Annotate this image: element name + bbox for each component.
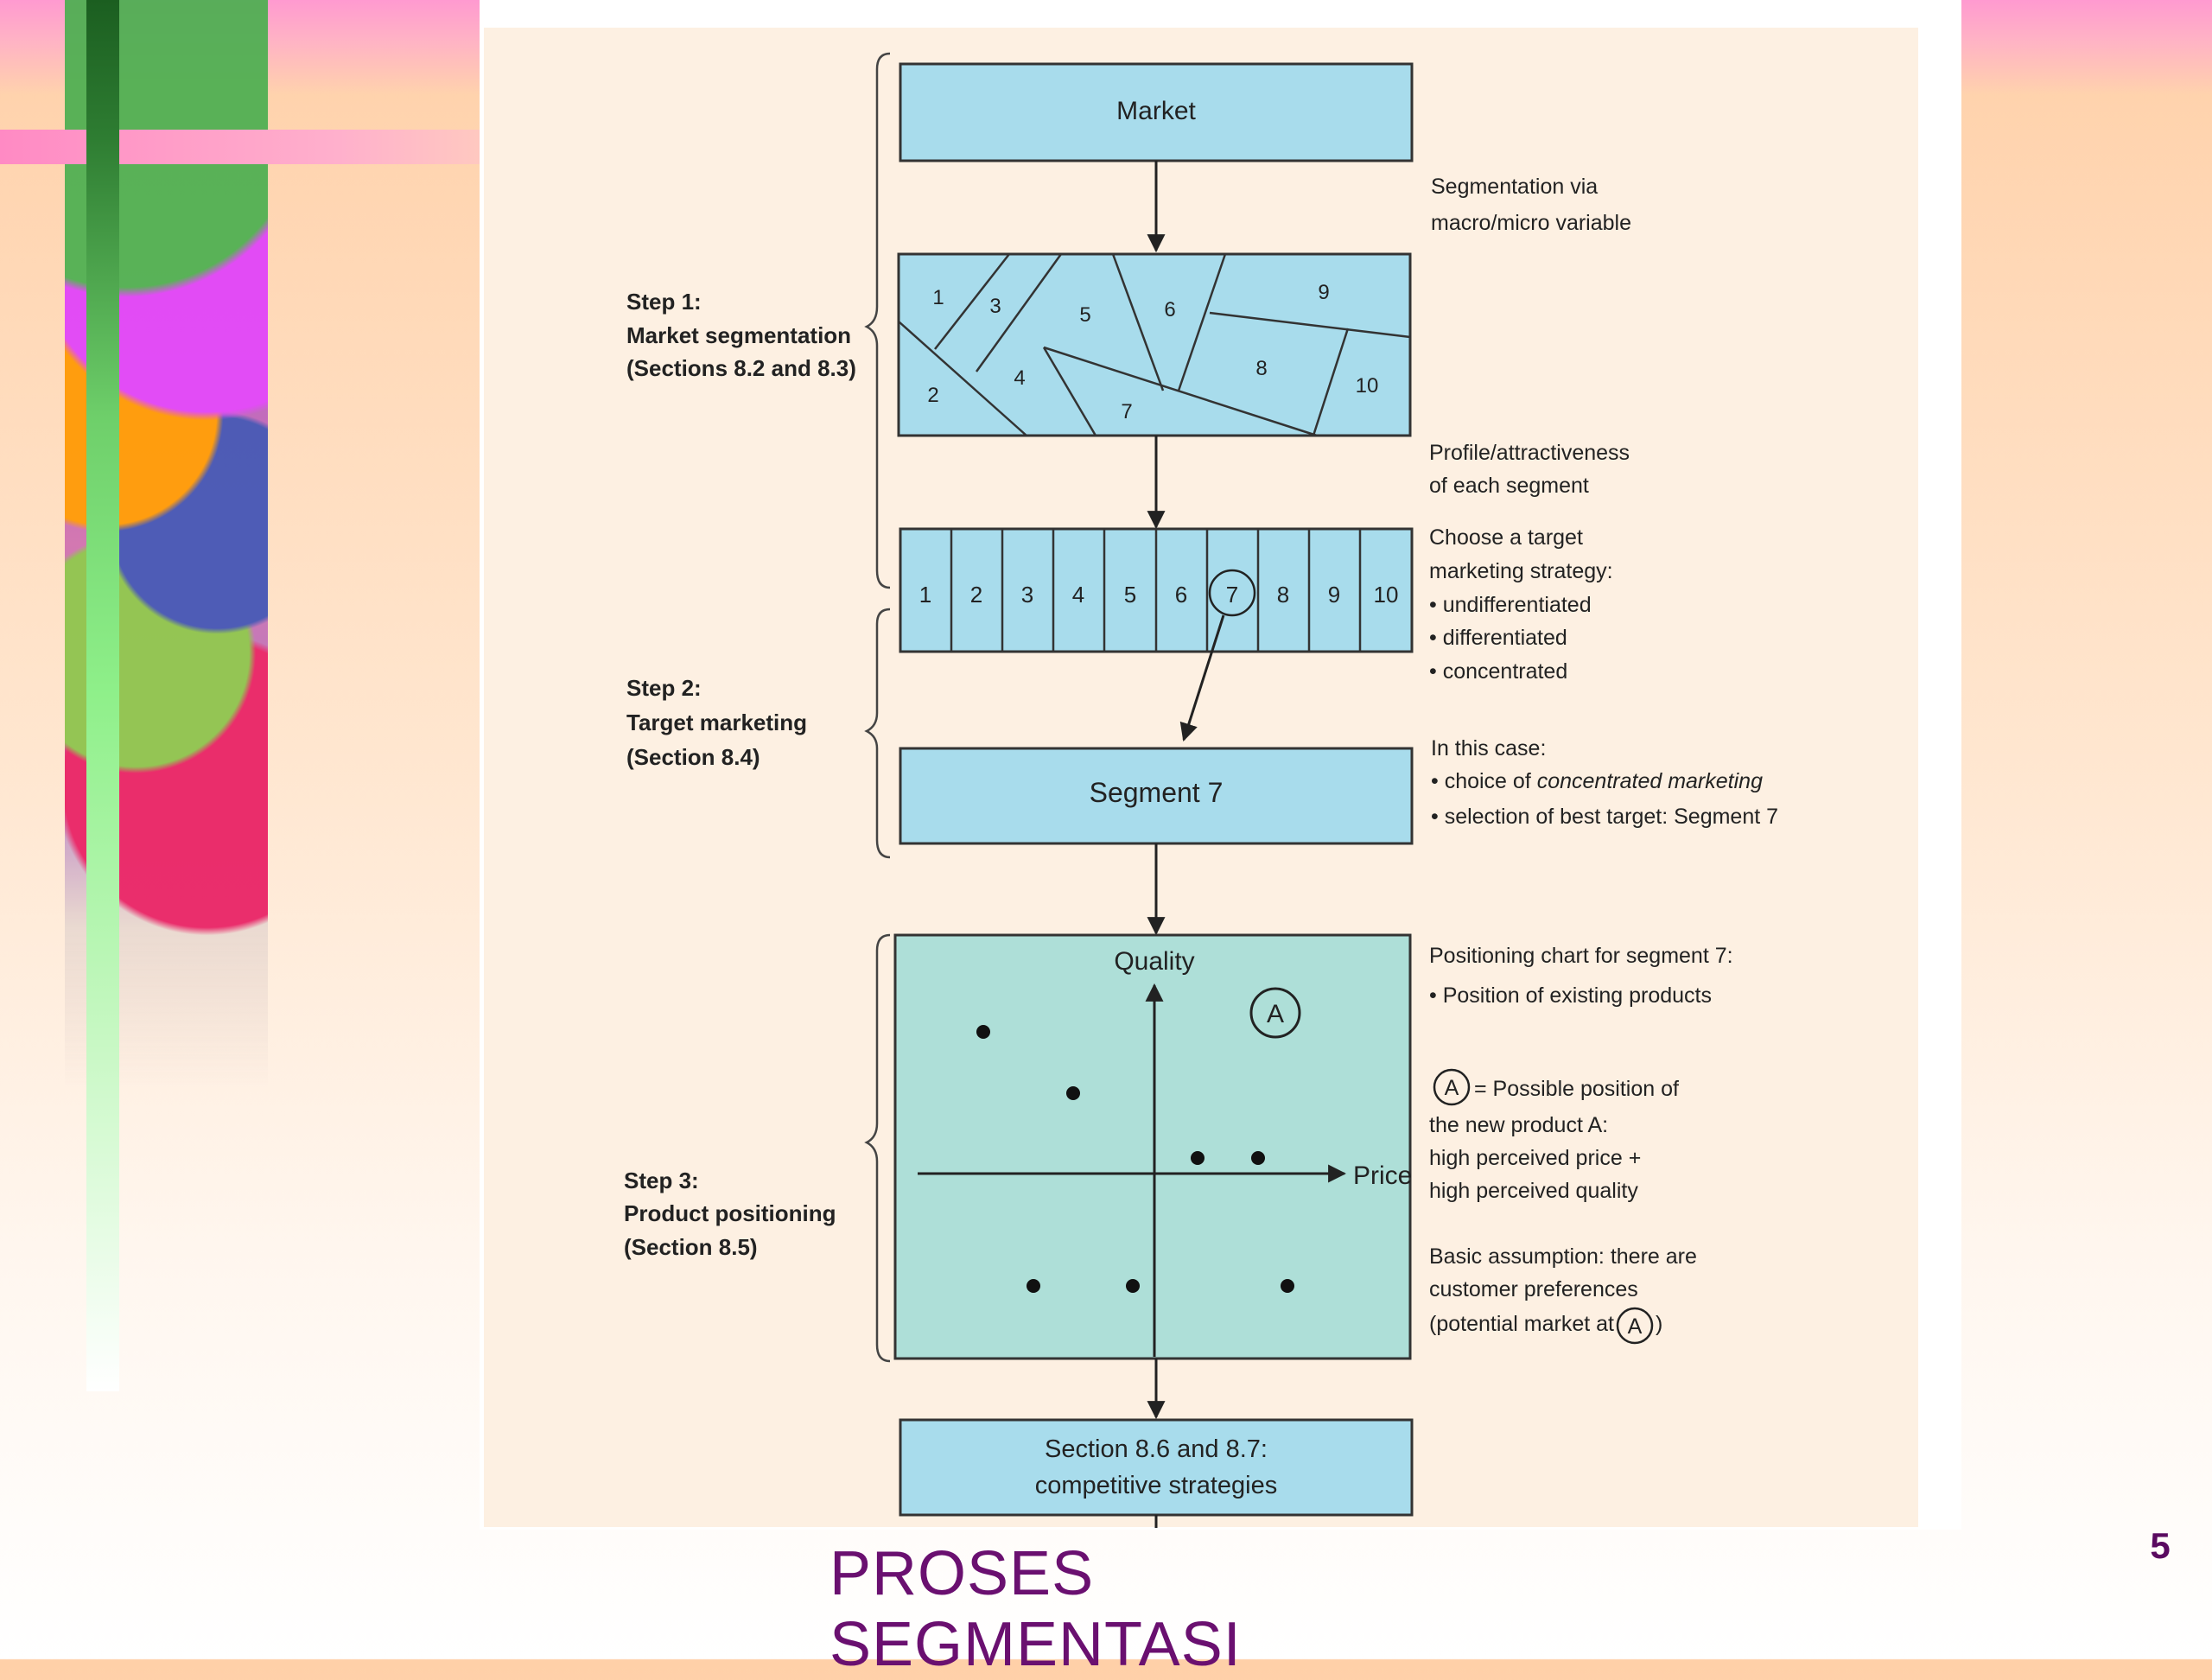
segment-row-label-1: 1 [919,582,931,608]
segment-map-label-8: 8 [1255,357,1267,380]
page-number: 5 [2150,1525,2171,1566]
seg-via-line1: Segmentation via [1431,175,1598,199]
choose-bullet-differentiated: • differentiated [1429,626,1567,650]
segment-row-label-5: 5 [1124,582,1136,608]
price-axis-label: Price [1353,1161,1412,1190]
basic-line1: Basic assumption: there are [1429,1244,1697,1269]
basic-line3: (potential market at [1429,1312,1614,1336]
step1-sections: (Sections 8.2 and 8.3) [626,355,856,381]
competitive-strategies-box [899,1418,1414,1517]
segment-map: 1 2 3 4 5 6 7 8 9 10 [897,252,1412,437]
segment7-label: Segment 7 [1090,777,1224,808]
basic-close: ) [1656,1312,1662,1336]
a-line1: = Possible position of [1474,1077,1679,1101]
segment-row-label-8: 8 [1277,582,1289,608]
a-line2: the new product A: [1429,1113,1608,1137]
annotations: Segmentation via macro/micro variable Pr… [1429,175,1778,1345]
step3-name: Product positioning [624,1200,836,1226]
segment-row-label-9: 9 [1328,582,1340,608]
step2-label: Step 2: Target marketing (Section 8.4) [626,675,807,770]
pos-line1: Positioning chart for segment 7: [1429,944,1733,968]
new-product-a-label: A [1267,1000,1284,1028]
step2-sections: (Section 8.4) [626,744,760,770]
pos-line2: • Position of existing products [1429,983,1712,1008]
segment-map-label-9: 9 [1318,281,1329,304]
segment-map-label-5: 5 [1079,303,1090,327]
step-braces [864,52,891,1363]
step2-title: Step 2: [626,675,702,701]
case-bullet1-prefix: • choice of [1431,769,1537,793]
case-bullet2: • selection of best target: Segment 7 [1431,805,1778,829]
market-box [899,62,1414,162]
segment-map-label-4: 4 [1014,366,1025,390]
existing-product-dot [976,1025,990,1039]
existing-product-dot [1191,1151,1205,1165]
segment-row-label-4: 4 [1072,582,1084,608]
segment-row-label-3: 3 [1021,582,1033,608]
decorative-horizontal-bar [0,130,484,164]
step3-sections: (Section 8.5) [624,1234,758,1260]
profile-line1: Profile/attractiveness [1429,441,1630,465]
segment-map-label-1: 1 [932,286,944,309]
existing-product-dot [1281,1279,1294,1293]
existing-product-dot [1126,1279,1140,1293]
quality-axis-label: Quality [1114,947,1194,976]
existing-product-dot [1027,1279,1040,1293]
step1-name: Market segmentation [626,322,851,348]
step1-label: Step 1: Market segmentation (Sections 8.… [626,289,856,381]
basic-line2: customer preferences [1429,1277,1638,1301]
seg-via-line2: macro/micro variable [1431,211,1631,235]
existing-product-dot [1066,1086,1080,1100]
segment-row-label-6: 6 [1175,582,1187,608]
choose-bullet-undifferentiated: • undifferentiated [1429,593,1592,617]
arrow-segment7-selection [1179,614,1225,742]
segment-row-label-7: 7 [1226,582,1238,608]
segment-map-label-10: 10 [1356,374,1379,398]
case-bullet1: • choice of concentrated marketing [1431,769,1763,793]
segment-7-highlight [1208,569,1256,617]
a-line4: high perceived quality [1429,1179,1638,1203]
profile-line2: of each segment [1429,474,1589,498]
competitive-line1: Section 8.6 and 8.7: [1045,1435,1268,1463]
legend-a-circle [1433,1068,1471,1106]
segment-row-label-10: 10 [1374,582,1399,608]
legend-a-label: A [1445,1076,1459,1100]
basic-a-circle [1616,1307,1654,1345]
basic-a-label: A [1628,1314,1643,1339]
choose-bullet-concentrated: • concentrated [1429,659,1567,684]
step3-label: Step 3: Product positioning (Section 8.5… [624,1168,836,1260]
competitive-line2: competitive strategies [1035,1472,1277,1499]
new-product-a-marker [1249,987,1301,1039]
step1-title: Step 1: [626,289,702,315]
market-label: Market [1116,97,1196,125]
existing-product-dot [1251,1151,1265,1165]
case-bullet1-italic: concentrated marketing [1537,769,1763,793]
segment-map-label-3: 3 [989,295,1001,318]
slide-title: PROSES SEGMENTASI [830,1539,1242,1679]
step3-title: Step 3: [624,1168,699,1193]
segment-row-label-2: 2 [970,582,982,608]
step2-name: Target marketing [626,710,807,735]
segment7-box [899,747,1414,845]
segment-map-label-6: 6 [1164,298,1175,321]
positioning-chart: Quality Price A [893,933,1412,1360]
choose-line1: Choose a target [1429,525,1583,550]
segment-row: 1 2 3 4 5 6 7 8 9 10 [899,527,1414,653]
case-line1: In this case: [1431,736,1546,760]
segment-map-label-2: 2 [927,384,938,407]
choose-line2: marketing strategy: [1429,559,1613,583]
segment-map-label-7: 7 [1121,400,1132,423]
decorative-vertical-bar [86,0,119,1391]
a-line3: high perceived price + [1429,1146,1641,1170]
